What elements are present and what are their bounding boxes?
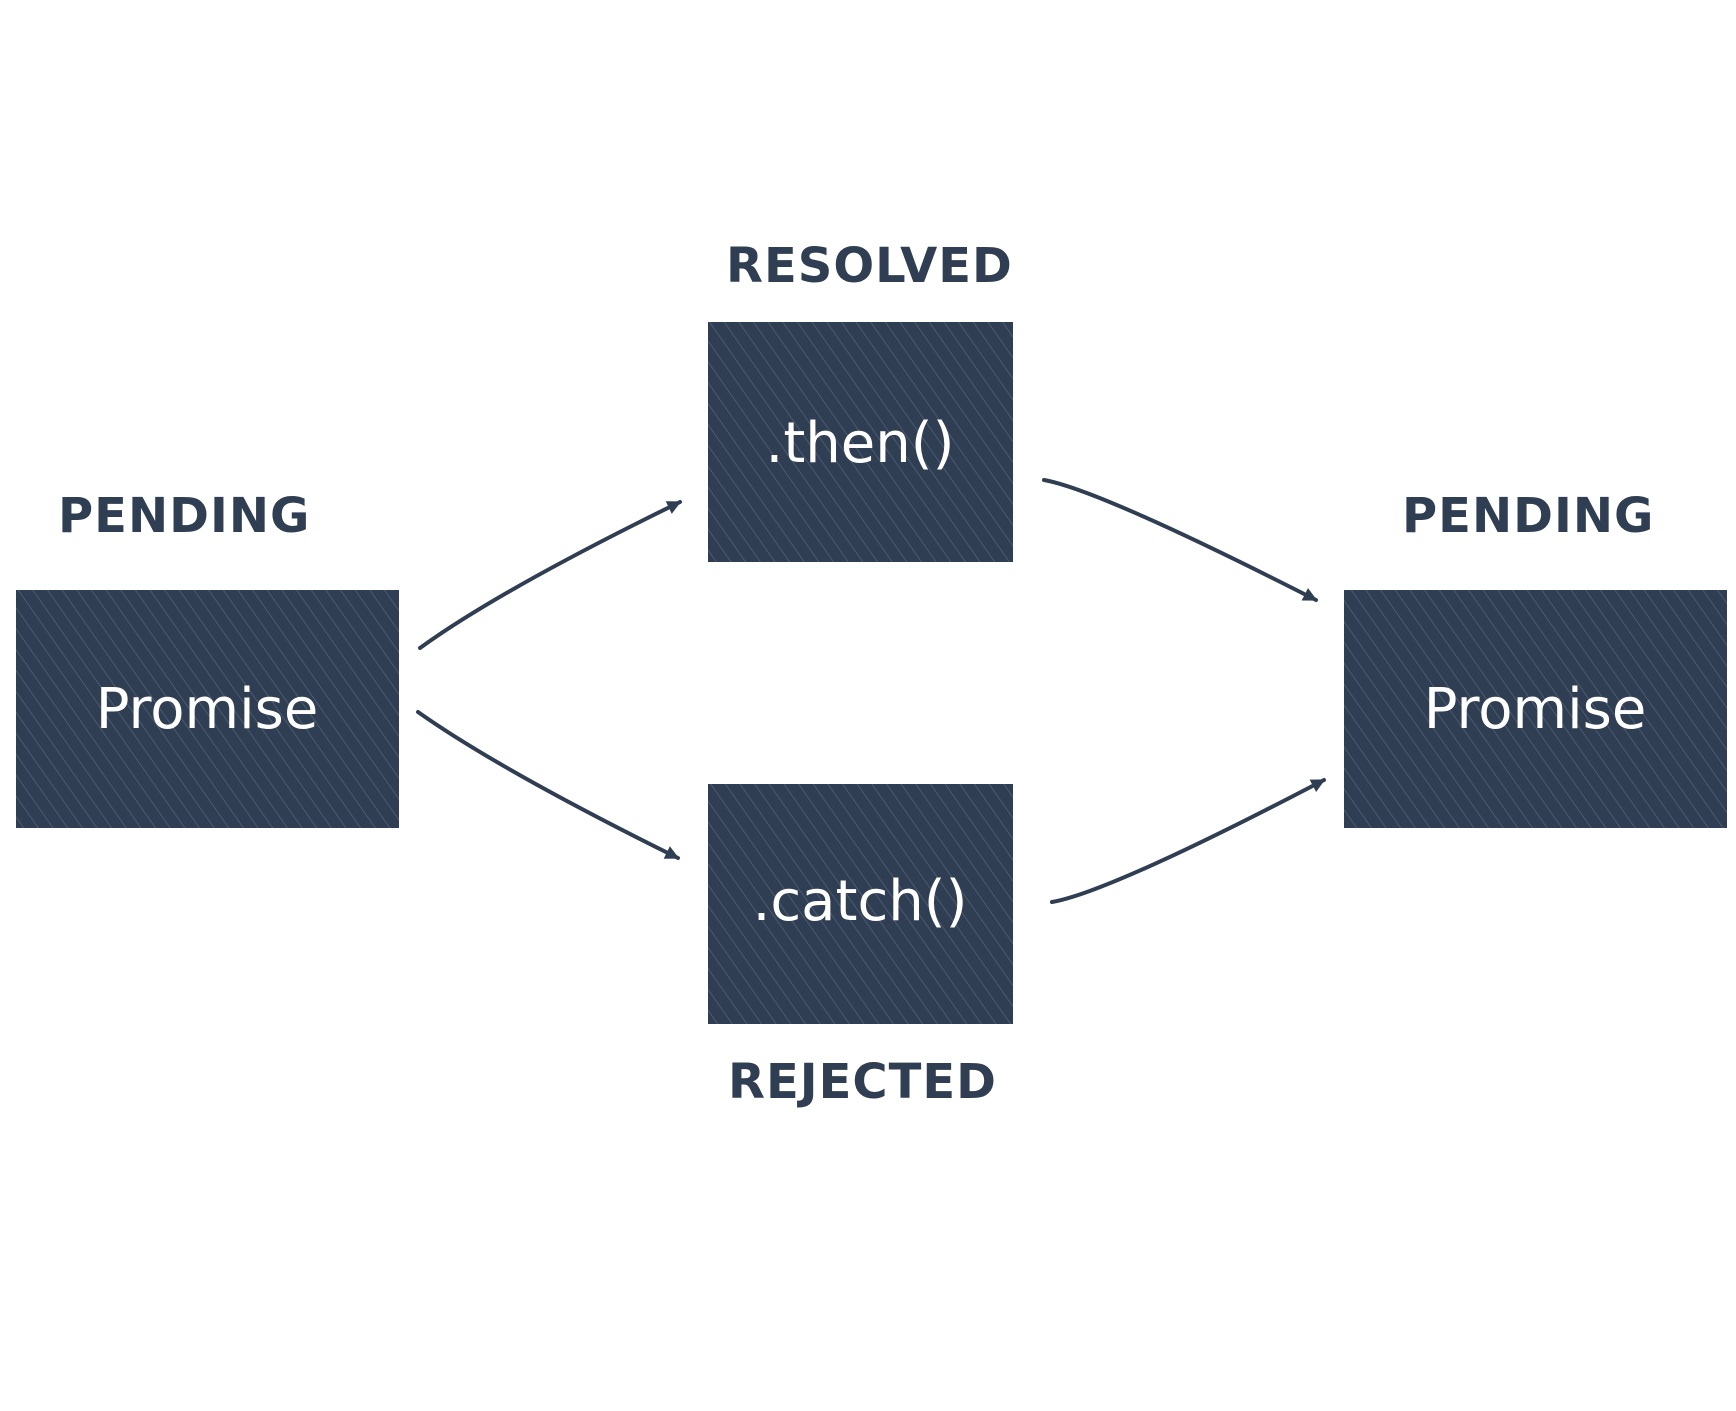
node-label: Promise [1424, 677, 1647, 742]
edge-catch-to-promise [1050, 778, 1326, 904]
node-label: .catch() [753, 869, 968, 934]
state-label-pending-right: PENDING [1402, 488, 1654, 544]
node-label: .then() [766, 411, 955, 476]
state-label-resolved: RESOLVED [726, 238, 1013, 294]
state-label-rejected: REJECTED [728, 1054, 997, 1110]
node-catch: .catch() [708, 784, 1013, 1024]
edge-promise-to-catch [416, 710, 680, 860]
state-label-pending-left: PENDING [58, 488, 310, 544]
node-then: .then() [708, 322, 1013, 562]
node-box [708, 322, 1013, 562]
node-label: Promise [96, 677, 319, 742]
node-box [1344, 590, 1727, 828]
node-promise-end: Promise [1344, 590, 1727, 828]
edge-promise-to-then [418, 500, 682, 650]
node-promise-start: Promise [16, 590, 399, 828]
node-box [16, 590, 399, 828]
edge-then-to-promise [1042, 478, 1318, 602]
node-box [708, 784, 1013, 1024]
